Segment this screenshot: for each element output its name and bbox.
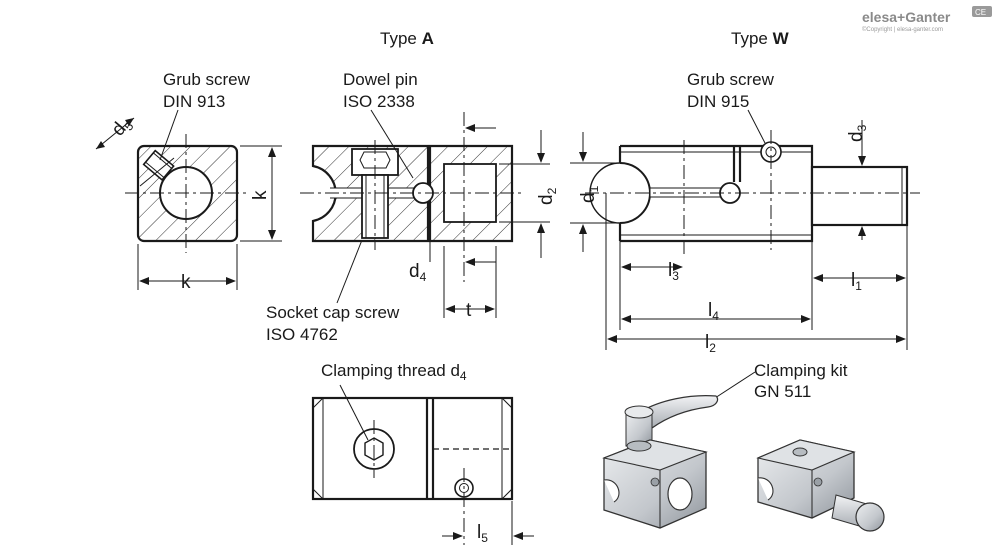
brand-badge-text: CE (975, 8, 986, 17)
type-w-view: d3 d1 l3 l1 (570, 109, 920, 355)
callout-clamping-thread: Clamping thread d4 (321, 361, 467, 383)
brand-logo: elesa+Ganter ©Copyright | elesa-ganter.c… (862, 6, 992, 33)
svg-text:Grub screw: Grub screw (687, 70, 775, 89)
type-w-render (756, 439, 885, 532)
clamping-kit-render (602, 371, 756, 529)
callout-socket-cap-screw: Socket cap screw ISO 4762 (266, 303, 400, 344)
svg-text:Socket cap screw: Socket cap screw (266, 303, 400, 322)
callout-grub-screw-w: Grub screw DIN 915 (687, 70, 775, 111)
brand-copyright: ©Copyright | elesa-ganter.com (862, 26, 943, 33)
svg-text:ISO 2338: ISO 2338 (343, 92, 415, 111)
svg-text:d1: d1 (578, 185, 601, 203)
dim-d3: d3 (846, 120, 869, 240)
dim-l3: l3 (621, 260, 683, 283)
dim-l1: l1 (813, 270, 906, 293)
callout-dowel-pin: Dowel pin ISO 2338 (343, 70, 418, 111)
type-w-title: Type W (731, 29, 790, 48)
dim-l5: l5 (442, 501, 534, 545)
svg-text:ISO 4762: ISO 4762 (266, 325, 338, 344)
dim-l4: l4 (621, 300, 811, 323)
svg-text:DIN 913: DIN 913 (163, 92, 225, 111)
dim-l2: l2 (607, 332, 906, 355)
dim-d2: d2 (499, 130, 559, 258)
svg-text:l2: l2 (705, 332, 716, 355)
svg-text:d3: d3 (846, 124, 869, 142)
brand-badge (972, 6, 992, 17)
svg-text:k: k (250, 190, 271, 200)
svg-text:Clamping kit: Clamping kit (754, 361, 848, 380)
svg-text:l1: l1 (851, 270, 862, 293)
callout-clamping-kit: Clamping kit GN 511 (754, 361, 848, 401)
end-view: d5 k k (95, 109, 282, 293)
dim-d4: d4 (409, 205, 431, 284)
svg-text:d2: d2 (536, 187, 559, 205)
dim-t: t (443, 246, 497, 321)
svg-text:t: t (466, 300, 472, 321)
svg-text:l3: l3 (668, 260, 679, 283)
svg-text:l5: l5 (477, 522, 488, 545)
svg-text:k: k (181, 272, 191, 293)
dim-k-vertical: k (240, 145, 282, 242)
dim-k-horizontal: k (137, 244, 238, 293)
svg-text:d5: d5 (108, 113, 137, 141)
svg-text:Clamping thread d4: Clamping thread d4 (321, 361, 467, 383)
svg-text:l4: l4 (708, 300, 719, 323)
brand-name: elesa+Ganter (862, 9, 951, 25)
dim-d1: d1 (570, 132, 620, 252)
callout-grub-screw-a: Grub screw DIN 913 (163, 70, 251, 111)
svg-text:GN 511: GN 511 (754, 382, 811, 401)
type-a-section: d4 d2 t (300, 109, 559, 321)
top-view: l5 (311, 384, 534, 545)
svg-text:d4: d4 (409, 261, 427, 284)
svg-text:Dowel pin: Dowel pin (343, 70, 418, 89)
svg-text:DIN 915: DIN 915 (687, 92, 749, 111)
type-a-title: Type A (380, 29, 434, 48)
svg-text:Grub screw: Grub screw (163, 70, 251, 89)
